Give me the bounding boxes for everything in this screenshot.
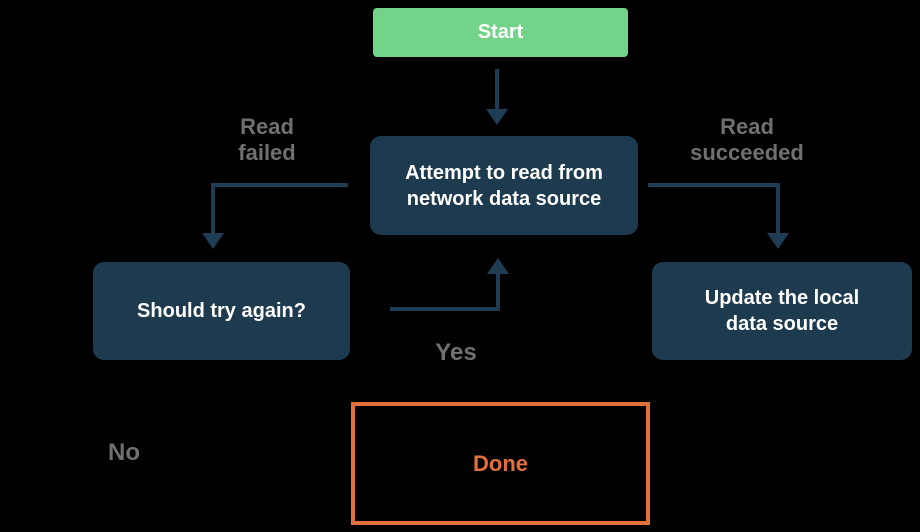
edge-label-read-failed: Read failed [238, 114, 296, 165]
node-update-local-source: Update the local data source [652, 262, 912, 360]
node-attempt-read: Attempt to read from network data source [370, 136, 638, 235]
arrow-start-to-attempt-shaft [495, 69, 499, 109]
arrow-read-failed-head-icon [202, 233, 224, 249]
arrow-read-succeeded-vertical [776, 183, 780, 233]
arrow-read-succeeded-head-icon [767, 233, 789, 249]
arrow-yes-horizontal [390, 307, 500, 311]
node-should-try-again: Should try again? [93, 262, 350, 360]
arrow-start-to-attempt-head-icon [486, 109, 508, 125]
edge-label-no: No [108, 439, 140, 466]
arrow-read-failed-vertical [211, 183, 215, 233]
arrow-yes-vertical [496, 274, 500, 311]
edge-label-read-succeeded: Read succeeded [690, 114, 804, 165]
node-done: Done [351, 402, 650, 525]
edge-label-yes: Yes [435, 339, 477, 366]
arrow-read-succeeded-horizontal [648, 183, 778, 187]
arrow-read-failed-horizontal [211, 183, 348, 187]
arrow-yes-head-icon [487, 258, 509, 274]
node-start: Start [373, 8, 628, 57]
